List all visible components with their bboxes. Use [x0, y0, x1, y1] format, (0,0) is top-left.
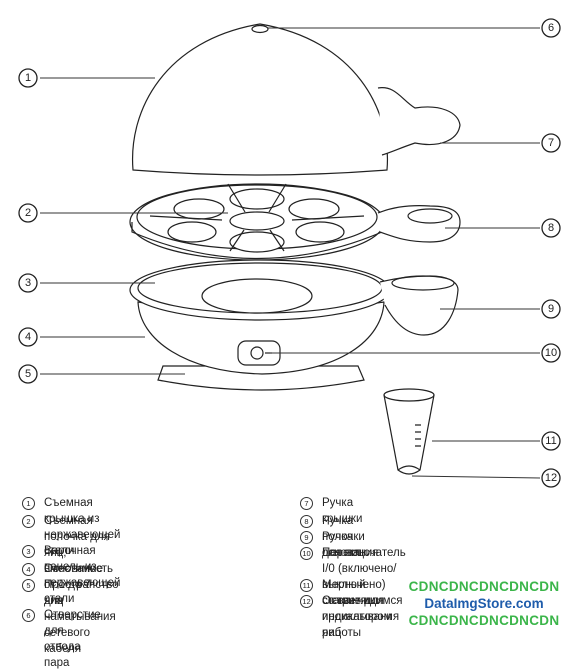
- egg-rack: [129, 183, 461, 261]
- lid: [131, 23, 461, 176]
- legend-text: Варочная панель из нержавеющей стали: [44, 545, 121, 605]
- steam-vent: [251, 24, 269, 34]
- callout-3: 3: [18, 273, 38, 293]
- legend-number: 4: [22, 563, 35, 576]
- cord-storage: [157, 365, 365, 391]
- callout-6: 6: [541, 18, 561, 38]
- svg-text:2: 2: [25, 207, 31, 219]
- callout-8: 8: [541, 218, 561, 238]
- legend-text: Ручка основания: [322, 531, 379, 559]
- legend-number: 6: [22, 609, 35, 622]
- svg-text:7: 7: [548, 137, 554, 149]
- legend-text: Острие для прокалывания яиц: [322, 595, 400, 639]
- legend-number: 5: [22, 579, 35, 592]
- rack-handle: [377, 205, 461, 243]
- legend-number: 9: [300, 531, 313, 544]
- svg-text:12: 12: [545, 472, 557, 484]
- legend-number: 3: [22, 545, 35, 558]
- svg-text:5: 5: [25, 368, 31, 380]
- svg-text:9: 9: [548, 303, 554, 315]
- svg-text:4: 4: [25, 331, 31, 343]
- base: [129, 259, 459, 391]
- legend-number: 8: [300, 515, 313, 528]
- measuring-cup: [383, 388, 435, 475]
- heating-plate: [201, 278, 313, 314]
- legend-text: Ручка полочки для яиц: [322, 515, 365, 559]
- svg-text:10: 10: [545, 347, 557, 359]
- svg-text:8: 8: [548, 222, 554, 234]
- callout-1: 1: [18, 68, 38, 88]
- callout-10: 10: [541, 343, 561, 363]
- legend-text: Отверстие для отвода пара: [44, 609, 101, 669]
- callout-11: 11: [541, 431, 561, 451]
- callout-7: 7: [541, 133, 561, 153]
- svg-text:1: 1: [25, 72, 31, 84]
- legend-number: 7: [300, 497, 313, 510]
- legend-number: 2: [22, 515, 35, 528]
- callout-2: 2: [18, 203, 38, 223]
- watermark-line-3: CDNCDNCDNCDNCDN: [408, 613, 560, 628]
- watermark-line-2: DataImgStore.com: [424, 596, 544, 611]
- legend-text: Мерный стаканчик: [322, 579, 375, 607]
- legend-text: Переключатель I/0 (включено/выключено) с…: [322, 547, 406, 639]
- legend-number: 11: [300, 579, 313, 592]
- callout-5: 5: [18, 364, 38, 384]
- legend-text: Ручка крышки: [322, 497, 363, 525]
- legend: 1 Съемная крышка из нержавеющей стали 2 Съе…: [22, 497, 406, 669]
- legend-text: Съемная крышка из нержавеющей стали: [44, 497, 121, 557]
- svg-text:3: 3: [25, 277, 31, 289]
- legend-number: 12: [300, 595, 313, 608]
- svg-text:6: 6: [548, 22, 554, 34]
- callout-4: 4: [18, 327, 38, 347]
- svg-text:11: 11: [545, 435, 556, 447]
- legend-number: 10: [300, 547, 313, 560]
- watermark-line-1: CDNCDNCDNCDNCDN: [408, 579, 560, 594]
- legend-text: Основание: [44, 563, 103, 575]
- legend-text: Съемная полочка для яиц, вместимость от …: [44, 515, 114, 607]
- watermark: CDNCDNCDNCDNCDN DataImgStore.com CDNCDNC…: [400, 578, 568, 629]
- callout-9: 9: [541, 299, 561, 319]
- callout-12: 12: [541, 468, 561, 488]
- legend-number: 1: [22, 497, 35, 510]
- lid-handle: [377, 87, 461, 156]
